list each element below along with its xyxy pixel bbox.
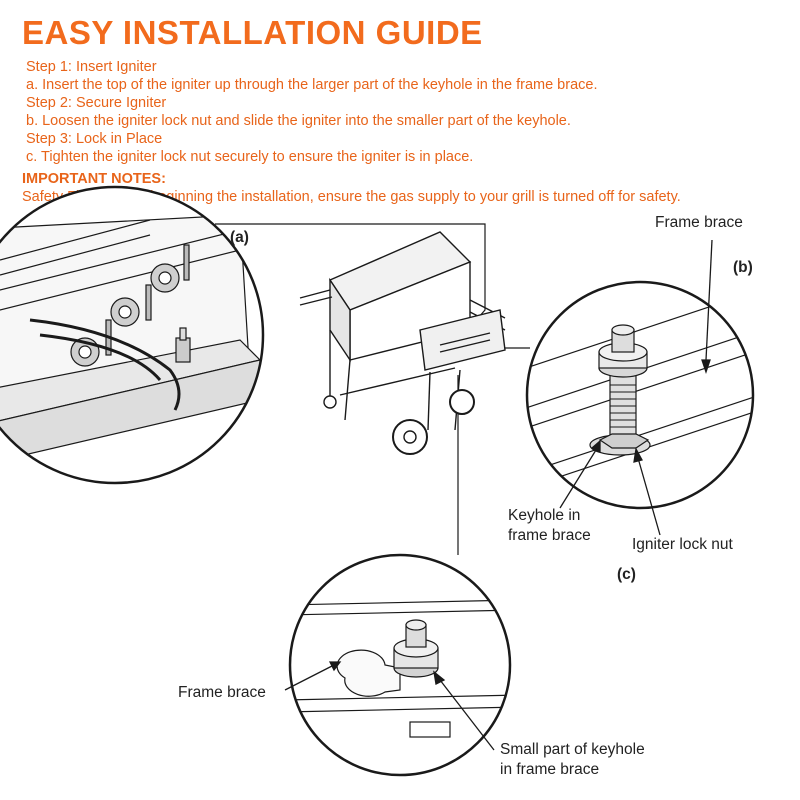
label-a: (a)	[230, 229, 249, 246]
grill-illustration	[299, 231, 506, 455]
important-notes-heading: IMPORTANT NOTES:	[22, 171, 166, 187]
circle-c-outline	[288, 553, 512, 777]
label-c: (c)	[617, 566, 636, 583]
instruction-steps: Step 1: Insert Igniter a. Insert the top…	[26, 58, 597, 166]
leader-arrows	[284, 239, 713, 751]
label-keyhole-line2: frame brace	[508, 527, 591, 544]
step-3-heading: Step 3: Lock in Place	[26, 131, 163, 147]
label-frame-brace-c: Frame brace	[178, 684, 266, 701]
label-keyhole-line1: Keyhole in	[508, 507, 581, 524]
detail-circle-b	[527, 282, 753, 508]
step-1-text: a. Insert the top of the igniter up thro…	[26, 77, 598, 93]
safety-note: Safety First: Before beginning the insta…	[22, 189, 681, 205]
label-small-part-line1: Small part of keyhole	[500, 741, 645, 758]
step-3-text: c. Tighten the igniter lock nut securely…	[26, 149, 474, 165]
step-2-text: b. Loosen the igniter lock nut and slide…	[26, 113, 571, 129]
circle-b-outline	[525, 280, 755, 510]
label-small-part-line2: in frame brace	[500, 761, 600, 778]
step-1-heading: Step 1: Insert Igniter	[26, 59, 157, 75]
detail-circle-c	[290, 555, 510, 775]
label-lock-nut: Igniter lock nut	[632, 536, 733, 553]
label-frame-brace-b: Frame brace	[655, 214, 743, 231]
detail-circle-a	[0, 187, 263, 483]
step-2-heading: Step 2: Secure Igniter	[26, 95, 167, 111]
label-b: (b)	[733, 259, 753, 276]
page-title: EASY INSTALLATION GUIDE	[22, 14, 483, 51]
circle-a-outline	[0, 185, 265, 485]
